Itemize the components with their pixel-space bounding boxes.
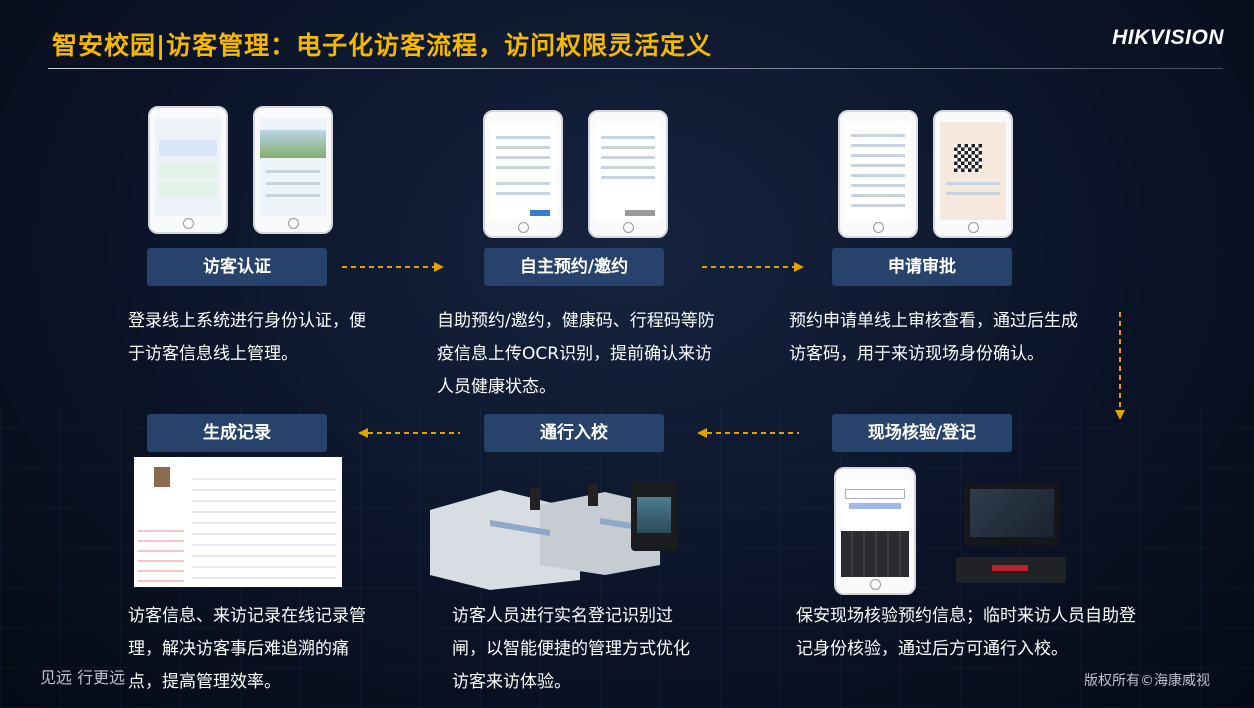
arrow-down-icon [1115, 312, 1125, 420]
desc-self-booking: 自助预约/邀约，健康码、行程码等防疫信息上传OCR识别，提前确认来访人员健康状态… [437, 311, 715, 397]
step-visitor-auth: 访客认证 [147, 248, 327, 286]
visitor-kiosk-image [956, 481, 1066, 585]
desc-approval: 预约申请单线上审核查看，通过后生成访客码，用于来访现场身份确认。 [789, 311, 1078, 364]
arrow-right-icon [342, 262, 444, 272]
phone-mockup-login [148, 106, 228, 234]
step-onsite-check: 现场核验/登记 [832, 414, 1012, 452]
desc-visitor-auth: 登录线上系统进行身份认证，便于访客信息线上管理。 [128, 311, 366, 364]
phone-mockup-visitor-qr [933, 110, 1013, 238]
title-divider [48, 68, 1223, 69]
phone-mockup-home [253, 106, 333, 234]
page-title: 智安校园|访客管理：电子化访客流程，访问权限灵活定义 [52, 31, 713, 60]
arrow-right-icon [702, 262, 804, 272]
phone-mockup-approval [838, 110, 918, 238]
slogan: 见远 行更远 [40, 668, 126, 687]
step-approval: 申请审批 [832, 248, 1012, 286]
phone-mockup-invite-form [588, 110, 668, 238]
step-self-booking: 自主预约/邀约 [484, 248, 664, 286]
arrow-left-icon [358, 428, 460, 438]
step-pass-entry: 通行入校 [484, 414, 664, 452]
record-screenshot [134, 457, 342, 587]
phone-mockup-checkin [834, 467, 916, 595]
face-terminal-image [631, 481, 677, 551]
hikvision-logo: HIKVISION [1112, 26, 1224, 49]
copyright: 版权所有©海康威视 [1084, 673, 1210, 689]
turnstile-gate-image [430, 480, 690, 590]
step-generate-record: 生成记录 [147, 414, 327, 452]
desc-pass-entry: 访客人员进行实名登记识别过闸，以智能便捷的管理方式优化访客来访体验。 [452, 606, 690, 692]
phone-mockup-booking-form [483, 110, 563, 238]
desc-generate-record: 访客信息、来访记录在线记录管理，解决访客事后难追溯的痛点，提高管理效率。 [128, 606, 366, 692]
arrow-left-icon [697, 428, 799, 438]
desc-onsite-check: 保安现场核验预约信息；临时来访人员自助登记身份核验，通过后方可通行入校。 [796, 606, 1136, 659]
